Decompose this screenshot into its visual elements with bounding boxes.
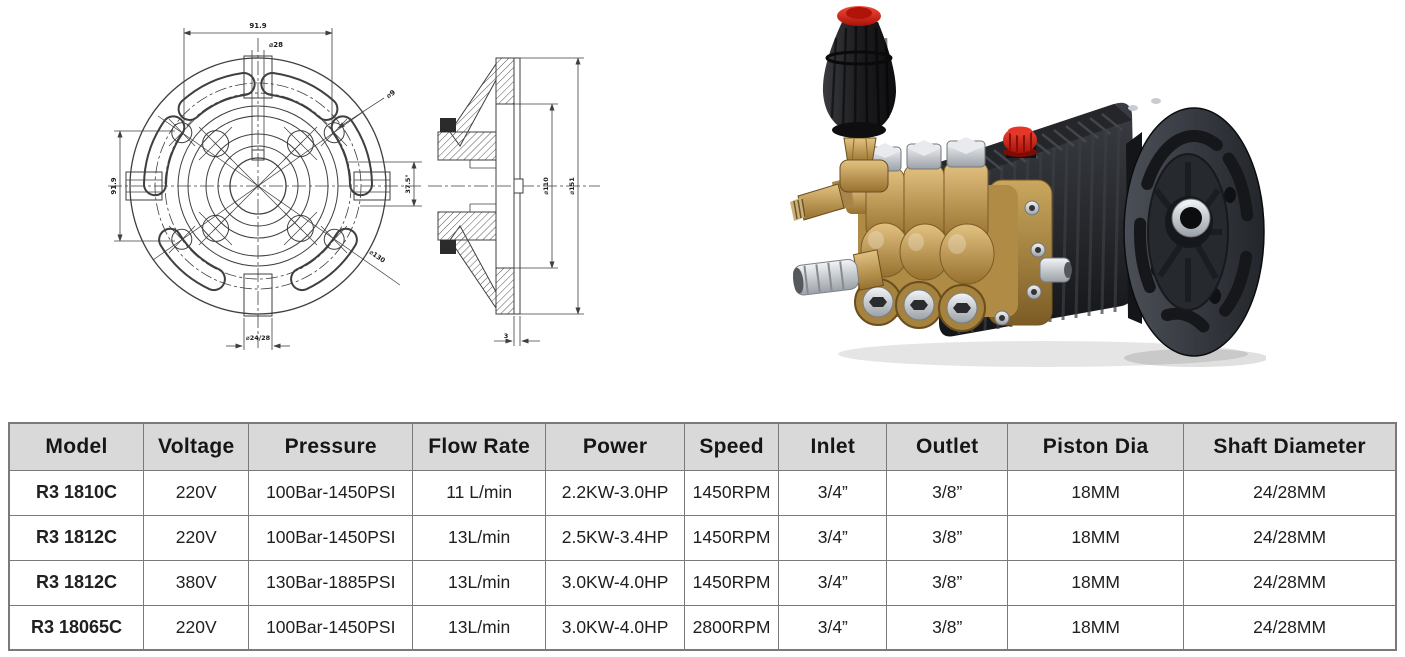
technical-drawing: 91.9 ⌀28 ⌀9 91.9 37.5° ⌀130 ⌀24/28 [8,0,668,380]
spec-cell: 220V [143,514,250,561]
column-header: Speed [683,422,780,471]
pump-photo [788,0,1268,388]
spec-cell: 130Bar-1885PSI [248,559,414,606]
model-cell: R3 1812C [8,514,145,561]
spec-cell: 2.5KW-3.4HP [545,514,685,561]
dim-label-flange-dia: ⌀151 [568,177,576,195]
flange-side-view [428,57,600,346]
model-cell: R3 1812C [8,559,145,606]
dim-label-bolt-circle: ⌀130 [368,248,387,265]
spec-cell: 2.2KW-3.0HP [545,469,685,516]
spec-cell: 2800RPM [683,604,780,651]
spec-cell: 3/8” [886,604,1009,651]
spec-cell: 24/28MM [1183,604,1397,651]
model-cell: R3 18065C [8,604,145,651]
dim-top-span [183,28,333,126]
unloader-knob [822,6,896,193]
pump-shadow [838,341,1248,367]
dim-angle [346,161,422,207]
spec-cell: 380V [143,559,250,606]
spec-cell: 220V [143,469,250,516]
column-header: Pressure [248,422,414,471]
outer-bolt-holes [168,118,348,254]
front-ports [854,278,986,332]
spec-cell: 3/4” [778,604,888,651]
spec-cell: 11 L/min [412,469,547,516]
spec-cell: 3/4” [778,514,888,561]
spec-cell: 3/4” [778,469,888,516]
column-header: Flow Rate [412,422,547,471]
dim-label-angle: 37.5° [404,174,412,193]
flange-drawing-svg: 91.9 ⌀28 ⌀9 91.9 37.5° ⌀130 ⌀24/28 [108,22,600,350]
dim-label-pilot-dia: ⌀110 [542,177,550,195]
spec-cell: 18MM [1007,559,1185,606]
spec-cell: 18MM [1007,604,1185,651]
column-header: Outlet [886,422,1009,471]
spec-cell: 3/4” [778,559,888,606]
dim-left-span [114,130,175,242]
column-header: Piston Dia [1007,422,1185,471]
dim-label-left-span: 91.9 [110,177,118,194]
unloader-red-cap [837,6,881,26]
hose-barb-fitting [792,249,885,296]
spec-cell: 1450RPM [683,469,780,516]
column-header: Inlet [778,422,888,471]
allen-bolts [994,200,1046,326]
hex-valve-caps [868,137,986,172]
spec-cell: 100Bar-1450PSI [248,604,414,651]
spec-cell: 3.0KW-4.0HP [545,559,685,606]
spec-cell: 13L/min [412,604,547,651]
spec-cell: 100Bar-1450PSI [248,469,414,516]
column-header: Shaft Diameter [1183,422,1397,471]
inner-bolt-holes [198,126,318,246]
spec-cell: 3/8” [886,469,1009,516]
column-header: Power [545,422,685,471]
spec-cell: 24/28MM [1183,559,1397,606]
spec-cell: 13L/min [412,514,547,561]
column-header: Voltage [143,422,250,471]
column-header: Model [8,422,145,471]
spec-cell: 100Bar-1450PSI [248,514,414,561]
dim-label-face-thickness: 3 [504,332,509,340]
spec-cell: 18MM [1007,514,1185,561]
dim-side-dias [494,57,584,346]
spec-cell: 3.0KW-4.0HP [545,604,685,651]
dim-shaft-bore [226,318,290,350]
spec-cell: 18MM [1007,469,1185,516]
spec-cell: 3/8” [886,559,1009,606]
pump-photo-svg [790,6,1268,367]
dim-label-hole-dia: ⌀9 [385,88,397,100]
flange-arc-slots [142,72,374,292]
model-cell: R3 1810C [8,469,145,516]
dim-label-top-span: 91.9 [249,22,266,30]
spec-cell: 3/8” [886,514,1009,561]
bell-housing-flange [1123,98,1265,357]
flange-front-view [108,28,422,350]
spec-cell: 24/28MM [1183,514,1397,561]
dim-label-shaft-bore: ⌀24/28 [246,334,271,342]
spec-cell: 1450RPM [683,514,780,561]
spec-cell: 24/28MM [1183,469,1397,516]
spec-cell: 13L/min [412,559,547,606]
spec-cell: 220V [143,604,250,651]
spec-cell: 1450RPM [683,559,780,606]
filler-cap [1003,126,1037,158]
dim-label-key-width: ⌀28 [269,41,283,49]
